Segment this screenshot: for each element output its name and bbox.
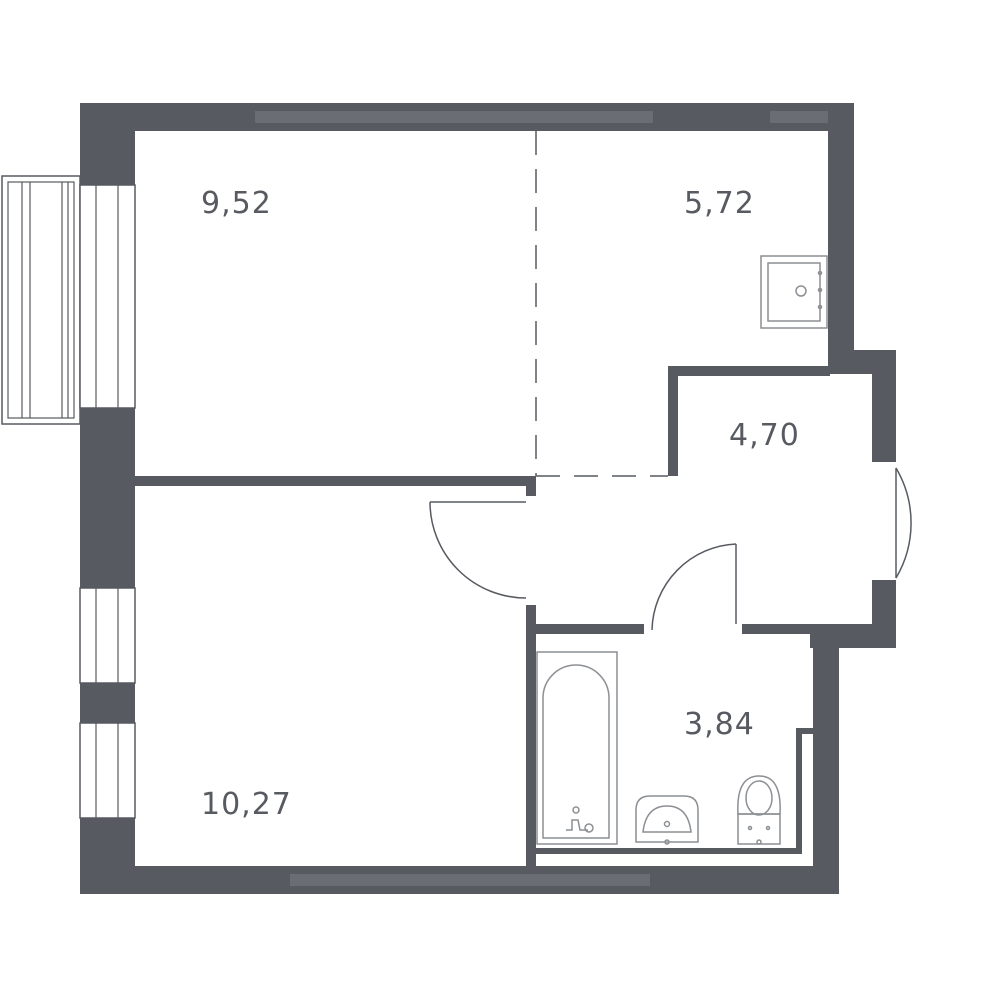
- toilet-icon: [737, 775, 781, 845]
- room-area-label: 3,84: [684, 707, 755, 742]
- zone-dividers: [535, 131, 668, 477]
- doors: [429, 467, 912, 631]
- sink-icon: [635, 795, 699, 845]
- room-area-label: 4,70: [729, 418, 800, 453]
- inner-walls: [135, 366, 830, 870]
- room-area-label: 9,52: [201, 186, 272, 221]
- balcony-icon: [1, 175, 81, 425]
- windows: [79, 111, 828, 886]
- stove-icon: [760, 255, 828, 329]
- bathtub-icon: [536, 651, 618, 845]
- room-area-label: 10,27: [201, 787, 292, 822]
- room-labels: 9,52 5,72 4,70 3,84 10,27: [201, 186, 800, 822]
- room-area-label: 5,72: [684, 186, 755, 221]
- outer-walls: [80, 103, 896, 894]
